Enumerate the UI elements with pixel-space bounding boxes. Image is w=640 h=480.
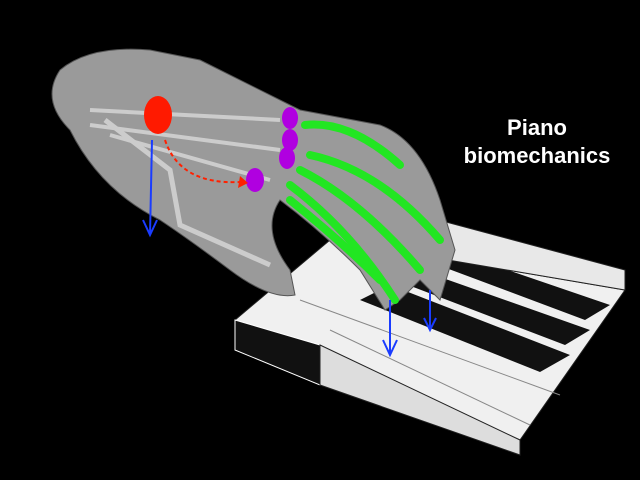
diagram-title: Piano biomechanics — [462, 114, 612, 170]
tendon-1 — [301, 120, 404, 169]
muscle-marker — [144, 96, 172, 134]
finger-force-arrow-1 — [382, 300, 398, 358]
tendon-2 — [306, 151, 444, 244]
knuckle-joints — [246, 107, 298, 192]
rotation-arrowhead — [238, 176, 248, 188]
finger-force-arrow-2 — [423, 290, 437, 333]
wrist-force-arrow — [142, 139, 158, 238]
title-line-1: Piano — [507, 115, 567, 140]
tendon-5 — [286, 196, 384, 284]
tendon-3 — [296, 166, 424, 274]
tendon-4 — [286, 181, 399, 304]
finger-tendons — [286, 120, 444, 304]
force-arrows — [142, 139, 437, 358]
rotation-arrow — [164, 139, 241, 184]
title-line-2: biomechanics — [463, 143, 611, 168]
